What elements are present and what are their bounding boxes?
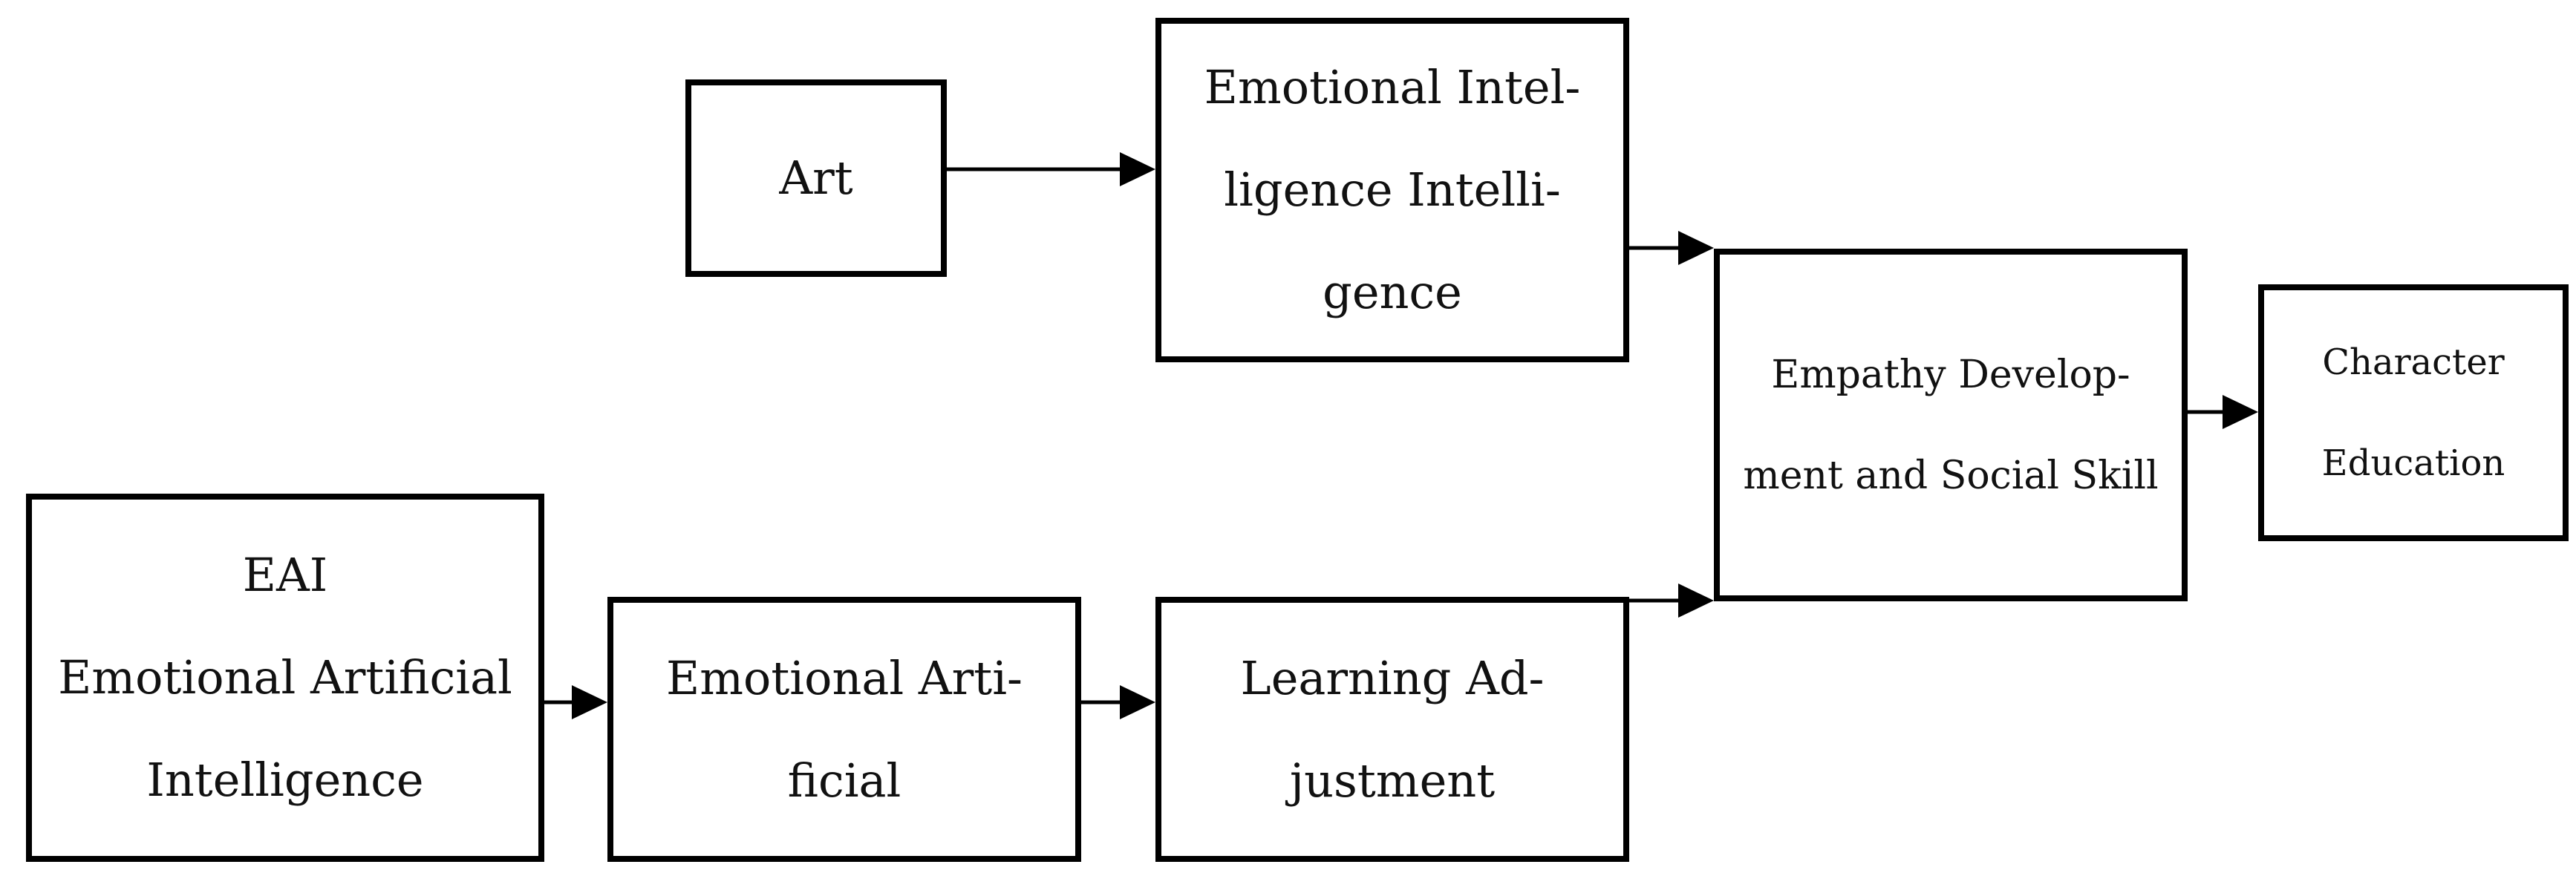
node-empathy-line: ment and Social Skill xyxy=(1743,453,2159,498)
node-learning: Learning Ad- justment xyxy=(1155,597,1629,862)
node-eai-line: Emotional Artificial xyxy=(58,650,512,704)
node-learning-line: justment xyxy=(1289,753,1496,808)
node-emotional-artificial-line: Emotional Arti- xyxy=(666,650,1023,705)
node-emotional-intelligence: Emotional Intel- ligence Intelli- gence xyxy=(1155,18,1629,362)
arrowhead-icon xyxy=(2223,395,2258,429)
node-emotional-intelligence-line: ligence Intelli- xyxy=(1224,163,1561,217)
node-learning-line: Learning Ad- xyxy=(1240,650,1545,705)
arrowhead-icon xyxy=(1120,152,1155,186)
node-emotional-artificial: Emotional Arti- ficial xyxy=(607,597,1081,862)
node-eai-line: Intelligence xyxy=(146,753,424,807)
arrowhead-icon xyxy=(572,685,607,719)
arrowhead-icon xyxy=(1120,685,1155,719)
node-empathy: Empathy Develop- ment and Social Skill xyxy=(1714,249,2188,601)
node-emotional-artificial-line: ficial xyxy=(787,753,901,808)
node-art-line: Art xyxy=(779,151,853,205)
node-character-line: Education xyxy=(2321,442,2505,484)
node-character-line: Character xyxy=(2322,341,2505,383)
node-emotional-intelligence-line: Emotional Intel- xyxy=(1204,60,1581,114)
arrowhead-icon xyxy=(1678,583,1714,618)
node-eai-line: EAI xyxy=(242,548,328,602)
node-empathy-line: Empathy Develop- xyxy=(1771,352,2130,397)
node-art: Art xyxy=(685,79,947,277)
node-eai: EAI Emotional Artificial Intelligence xyxy=(26,494,544,862)
node-character: Character Education xyxy=(2258,284,2569,541)
node-emotional-intelligence-line: gence xyxy=(1323,265,1462,319)
arrowhead-icon xyxy=(1678,231,1714,265)
